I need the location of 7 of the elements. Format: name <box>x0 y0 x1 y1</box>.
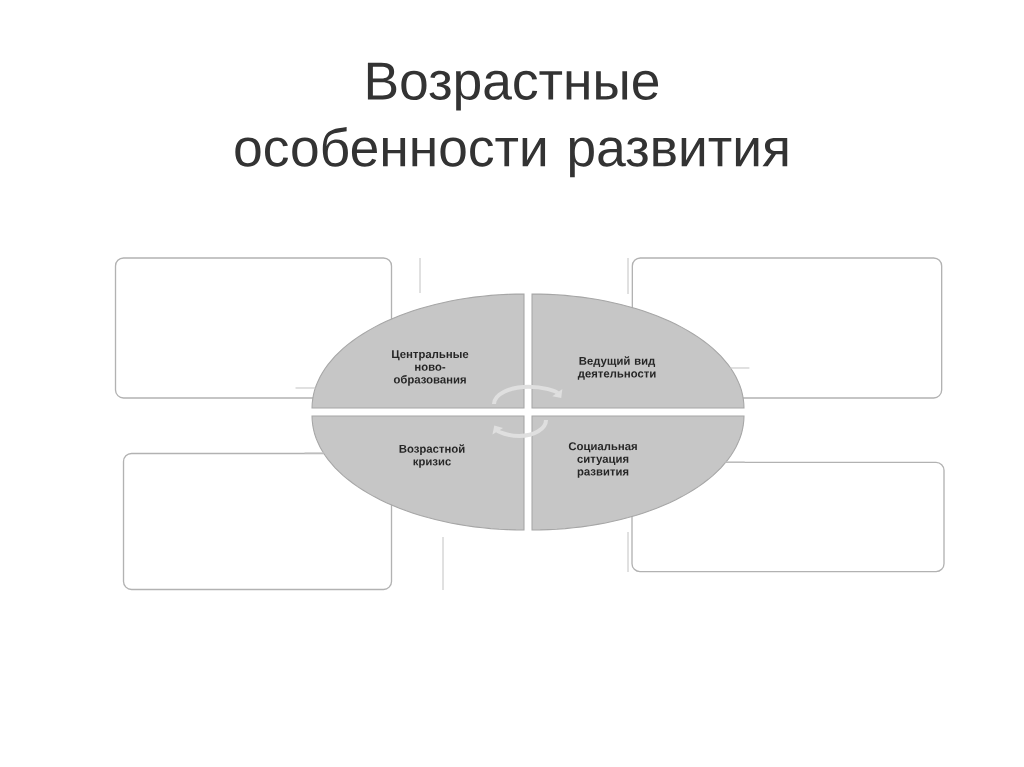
quadrant: Возрастной кризис <box>311 415 525 531</box>
quadrant: Центральные ново-образования <box>311 293 525 409</box>
empty-box <box>631 461 945 573</box>
quadrant: Социальная ситуация развития <box>531 415 745 531</box>
title: Возрастные особенности развития <box>235 62 788 178</box>
empty-box <box>122 452 393 591</box>
quadrant: Ведущий вид деятельности <box>531 293 745 409</box>
